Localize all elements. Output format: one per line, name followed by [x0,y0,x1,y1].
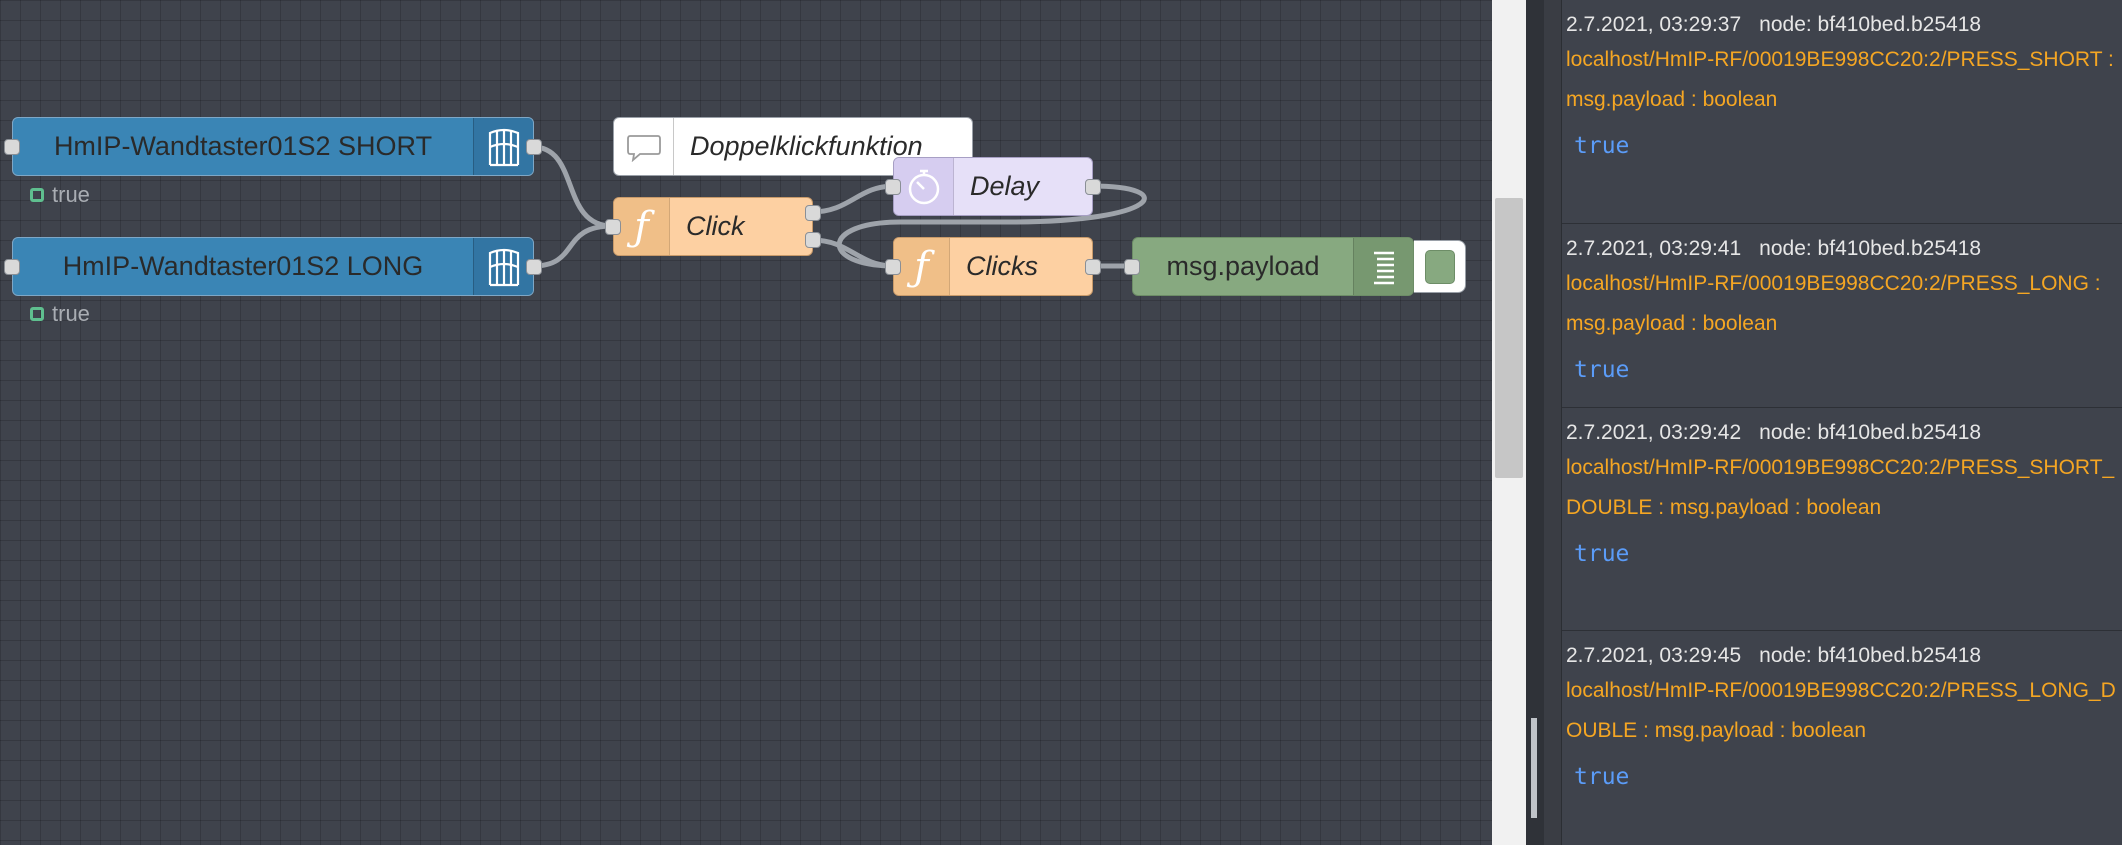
node-label: Clicks [966,251,1038,281]
bridge-icon [488,128,519,166]
canvas-scrollbar[interactable] [1492,0,1526,845]
function-node-click[interactable]: ƒ Click [605,197,821,256]
message-node-link[interactable]: node: bf410bed.b25418 [1759,13,1982,36]
debug-node[interactable]: msg.payload [1124,237,1414,296]
function-icon: ƒ [914,243,929,290]
status-text: true [52,182,90,207]
wire-delay-to-clicks[interactable] [836,183,1147,269]
input-node-short[interactable]: HmIP-Wandtaster01S2 SHORT [4,117,542,176]
node-label: Click [686,211,745,241]
sidebar-gutter [1544,0,1562,845]
wire-click-to-delay[interactable] [809,183,897,215]
message-meta: 2.7.2021, 03:29:42 node: bf410bed.b25418 [1566,408,2122,448]
input-port[interactable] [4,138,20,155]
input-port[interactable] [605,218,621,235]
output-port[interactable] [526,138,542,155]
input-port[interactable] [885,178,901,195]
wire-click-to-clicks[interactable] [809,237,897,269]
output-port[interactable] [1085,178,1101,195]
list-icon [1373,251,1394,284]
function-node-clicks[interactable]: ƒ Clicks [885,237,1101,296]
message-value[interactable]: true [1574,764,1630,790]
message-meta: 2.7.2021, 03:29:45 node: bf410bed.b25418 [1566,631,2122,671]
wire-short-to-click[interactable] [530,144,615,229]
message-topic: localhost/HmIP-RF/00019BE998CC20:2/PRESS… [1566,456,2115,519]
node-label: HmIP-Wandtaster01S2 LONG [62,251,424,281]
message-value[interactable]: true [1574,541,1630,567]
message-node-link[interactable]: node: bf410bed.b25418 [1759,237,1982,260]
function-icon: ƒ [634,203,649,250]
output-port[interactable] [526,258,542,275]
message-topic: localhost/HmIP-RF/00019BE998CC20:2/PRESS… [1566,679,2116,742]
message-topic: localhost/HmIP-RF/00019BE998CC20:2/PRESS… [1566,272,2101,335]
scrollbar-thumb[interactable] [1531,718,1537,818]
message-meta: 2.7.2021, 03:29:41 node: bf410bed.b25418 [1566,224,2122,264]
status-text: true [52,301,90,326]
timer-icon [908,169,939,204]
node-label: Doppelklickfunktion [690,131,923,161]
wire-long-to-click[interactable] [530,223,615,269]
input-node-long[interactable]: HmIP-Wandtaster01S2 LONG [4,237,542,296]
input-port[interactable] [4,258,20,275]
message-timestamp: 2.7.2021, 03:29:45 [1566,644,1742,667]
node-label: HmIP-Wandtaster01S2 SHORT [53,131,433,161]
input-port[interactable] [1124,258,1140,275]
node-label: Delay [970,171,1040,201]
status-long: true [30,301,90,327]
message-value[interactable]: true [1574,133,1630,159]
status-dot-icon [30,307,44,321]
message-value[interactable]: true [1574,357,1630,383]
output-port-2[interactable] [805,231,821,248]
toggle-square-icon [1424,249,1455,284]
message-meta: 2.7.2021, 03:29:37 node: bf410bed.b25418 [1566,0,2122,40]
scrollbar-thumb[interactable] [1495,198,1523,478]
node-label: msg.payload [1166,251,1320,281]
debug-toggle-button[interactable] [1414,240,1466,293]
output-port-1[interactable] [805,204,821,221]
delay-node[interactable]: Delay [885,157,1101,216]
flow-canvas[interactable]: HmIP-Wandtaster01S2 SHORT true HmIP-Wand… [0,0,1492,845]
status-dot-icon [30,188,44,202]
bridge-icon [488,248,519,286]
message-timestamp: 2.7.2021, 03:29:42 [1566,421,1742,444]
output-port[interactable] [1085,258,1101,275]
input-port[interactable] [885,258,901,275]
status-short: true [30,182,90,208]
message-node-link[interactable]: node: bf410bed.b25418 [1759,644,1982,667]
sidebar-divider[interactable] [1526,0,1544,845]
message-timestamp: 2.7.2021, 03:29:37 [1566,13,1742,36]
message-node-link[interactable]: node: bf410bed.b25418 [1759,421,1982,444]
message-topic: localhost/HmIP-RF/00019BE998CC20:2/PRESS… [1566,48,2114,111]
message-timestamp: 2.7.2021, 03:29:41 [1566,237,1742,260]
speech-bubble-icon [626,134,661,162]
